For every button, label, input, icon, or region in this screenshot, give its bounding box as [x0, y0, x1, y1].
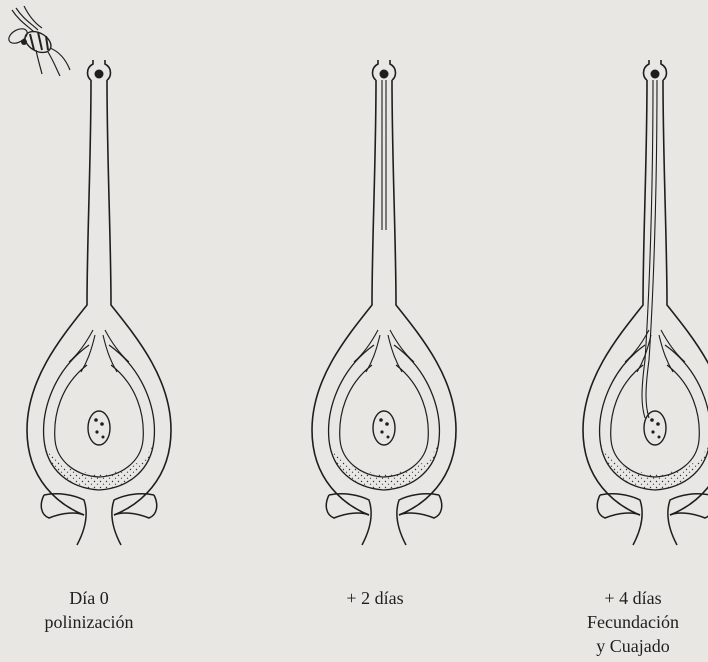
- caption-stage-0: Día 0 polinización: [14, 586, 164, 634]
- caption-line: Fecundación: [560, 610, 706, 634]
- caption-line: y Cuajado: [560, 634, 706, 658]
- caption-stage-4-days: + 4 días Fecundación y Cuajado: [560, 586, 706, 658]
- caption-line: Día 0: [14, 586, 164, 610]
- caption-line: + 4 días: [560, 586, 706, 610]
- caption-line: + 2 días: [305, 586, 445, 610]
- pistil-stage-0: [27, 60, 171, 545]
- caption-line: polinización: [14, 610, 164, 634]
- pistil-stage-2-days: [312, 60, 456, 545]
- bee-icon: [6, 6, 70, 76]
- pistil-stage-4-days: [583, 60, 708, 545]
- caption-stage-2-days: + 2 días: [305, 586, 445, 610]
